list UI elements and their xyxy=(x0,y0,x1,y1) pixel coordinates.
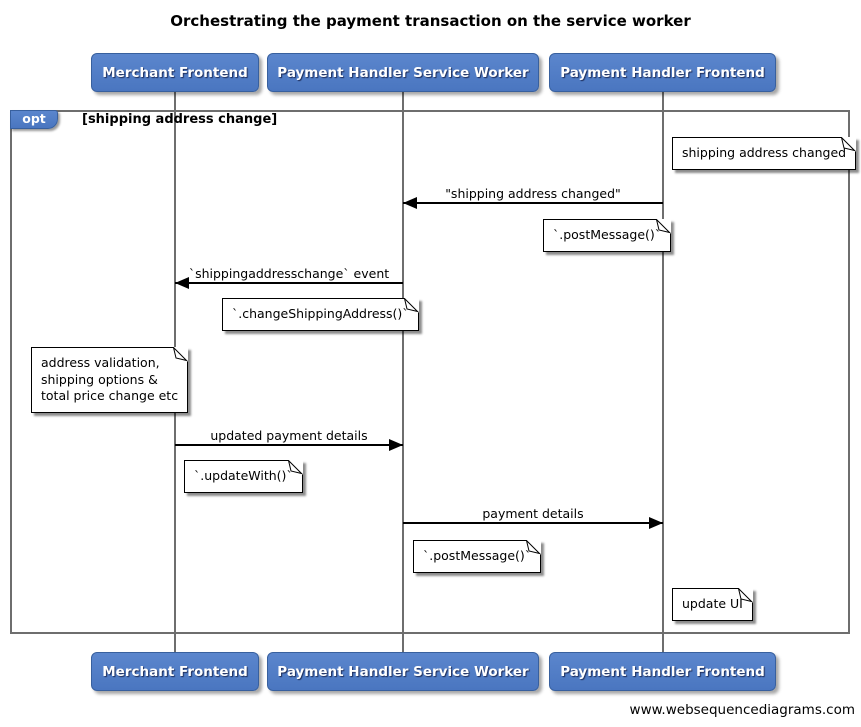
participant-payment-handler-service-worker-top: Payment Handler Service Worker xyxy=(267,53,539,92)
folded-corner-icon xyxy=(841,137,857,152)
note-changeshippingaddress: `.changeShippingAddress()` xyxy=(222,298,419,331)
message-arrow-1 xyxy=(403,202,663,204)
note-text: shipping address changed xyxy=(682,145,847,160)
note-text: `.postMessage()` xyxy=(553,227,662,242)
note-address-validation: address validation, shipping options & t… xyxy=(31,347,189,413)
opt-fragment-operator: opt xyxy=(10,110,58,129)
note-text: `.updateWith()` xyxy=(194,468,293,483)
participant-merchant-frontend-bottom: Merchant Frontend xyxy=(91,652,259,691)
participant-payment-handler-frontend-bottom: Payment Handler Frontend xyxy=(549,652,776,691)
note-update-ui: update UI xyxy=(672,588,753,621)
message-label-updated-payment-details: updated payment details xyxy=(210,428,368,443)
folded-corner-icon xyxy=(287,460,303,475)
message-arrow-2 xyxy=(175,282,403,284)
opt-fragment: opt [shipping address change] xyxy=(10,110,850,634)
note-text: `.changeShippingAddress()` xyxy=(232,306,409,321)
note-text: update UI xyxy=(682,596,743,611)
folded-corner-icon xyxy=(737,588,753,603)
message-arrow-4 xyxy=(403,522,663,524)
message-arrow-3 xyxy=(175,444,403,446)
watermark-text: www.websequencediagrams.com xyxy=(629,702,855,718)
arrowhead-left-icon xyxy=(175,277,189,289)
message-label-payment-details: payment details xyxy=(482,506,584,521)
arrowhead-right-icon xyxy=(649,517,663,529)
note-postmessage-1: `.postMessage()` xyxy=(543,219,672,252)
participant-payment-handler-service-worker-bottom: Payment Handler Service Worker xyxy=(267,652,539,691)
note-updatewith: `.updateWith()` xyxy=(184,460,303,493)
diagram-title: Orchestrating the payment transaction on… xyxy=(170,12,691,30)
participant-payment-handler-frontend-top: Payment Handler Frontend xyxy=(549,53,776,92)
folded-corner-icon xyxy=(173,347,189,362)
note-text: address validation, shipping options & t… xyxy=(41,355,179,403)
folded-corner-icon xyxy=(403,298,419,313)
arrowhead-right-icon xyxy=(389,439,403,451)
note-postmessage-2: `.postMessage()` xyxy=(413,540,542,573)
arrowhead-left-icon xyxy=(403,197,417,209)
lifeline-payment-handler-service-worker xyxy=(402,92,404,652)
folded-corner-icon xyxy=(656,219,672,234)
note-text: `.postMessage()` xyxy=(423,548,532,563)
note-shipping-address-changed: shipping address changed xyxy=(672,137,857,170)
opt-fragment-condition: [shipping address change] xyxy=(82,112,278,127)
message-label-shipping-address-changed: "shipping address changed" xyxy=(445,186,621,201)
lifeline-payment-handler-frontend xyxy=(662,92,664,652)
message-label-shippingaddresschange-event: `shippingaddresschange` event xyxy=(188,266,390,281)
participant-merchant-frontend-top: Merchant Frontend xyxy=(91,53,259,92)
folded-corner-icon xyxy=(526,540,542,555)
